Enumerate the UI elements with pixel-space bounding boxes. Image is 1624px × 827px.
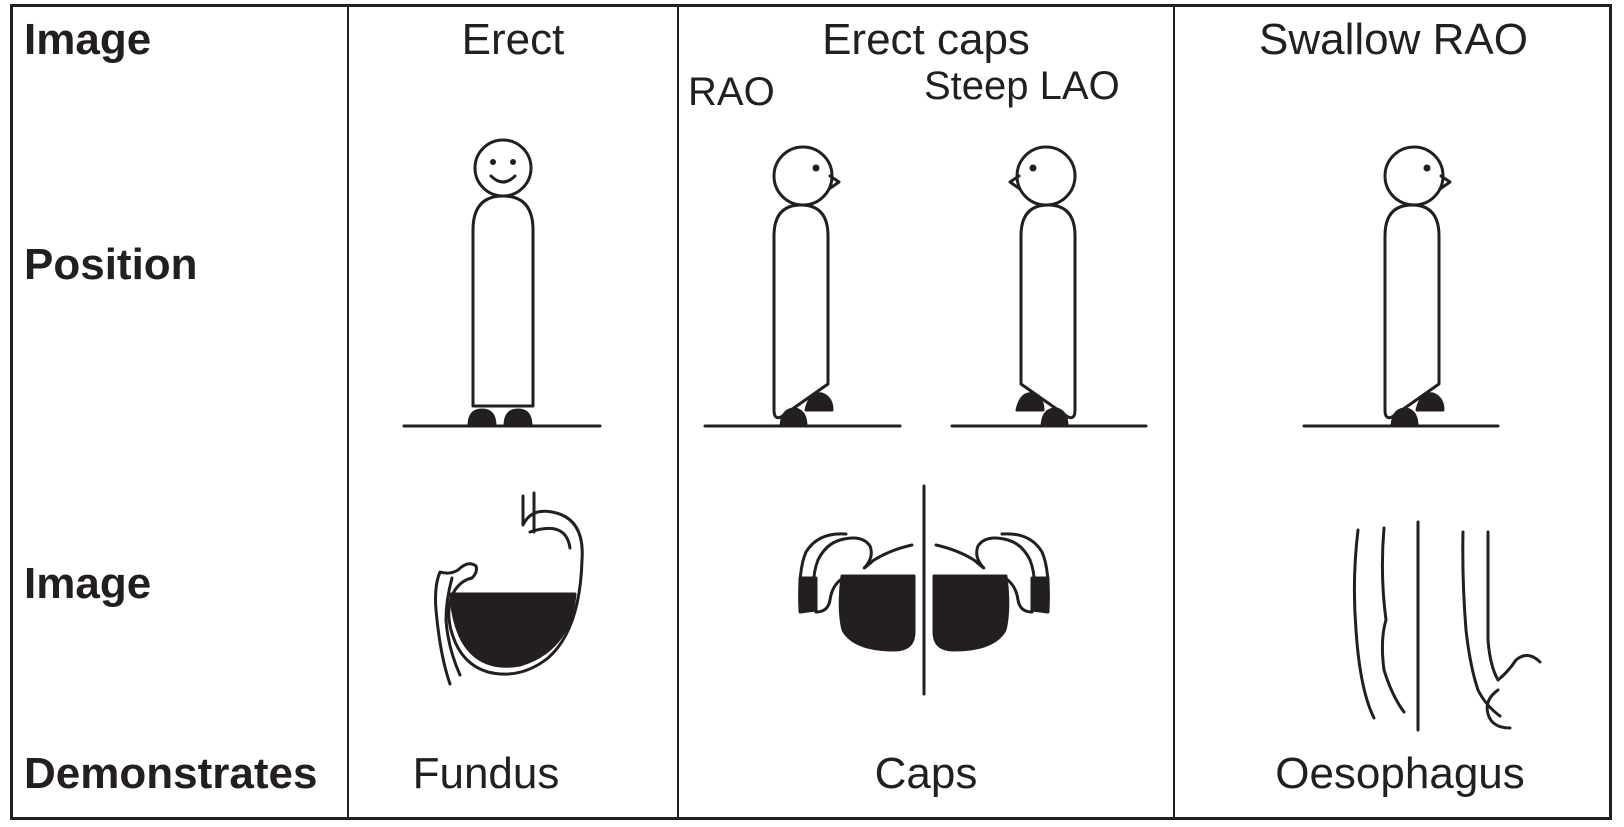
stomach-fundus-illustration xyxy=(436,493,583,684)
figure-erect-front xyxy=(404,140,600,426)
figure-swallow-rao xyxy=(1304,147,1498,426)
oesophagus-illustration xyxy=(1354,522,1540,730)
duodenal-caps-illustration xyxy=(800,486,1049,694)
figure-steep-lao xyxy=(952,147,1146,426)
figure-rao xyxy=(705,147,900,426)
